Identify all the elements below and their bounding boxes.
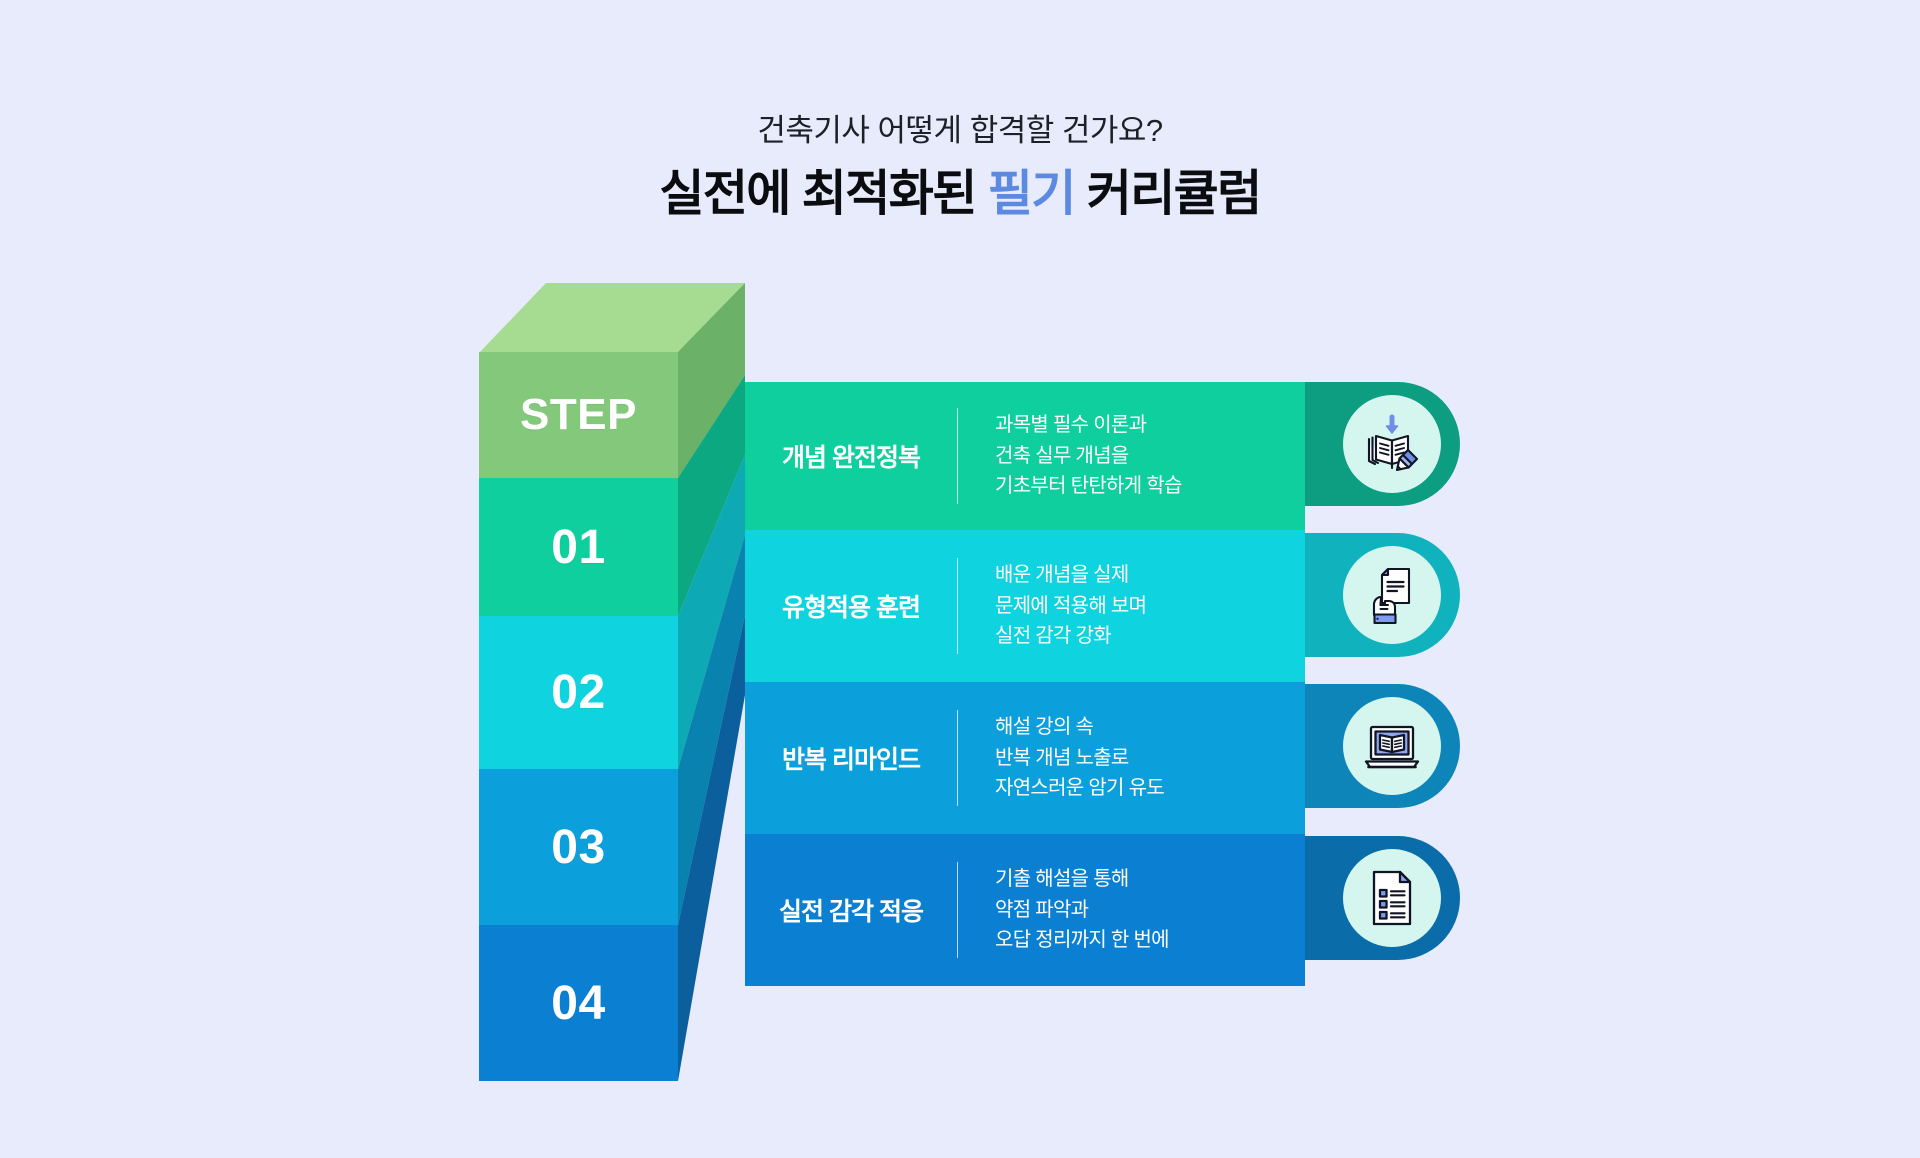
step-icon-cap-01 bbox=[1305, 382, 1460, 506]
hand-holding-document-icon bbox=[1372, 567, 1410, 625]
tower-side-faces-icon bbox=[678, 283, 745, 1081]
icon-disc bbox=[1342, 395, 1441, 493]
header-block: 건축기사 어떻게 합격할 건가요? 실전에 최적화된 필기 커리큘럼 bbox=[0, 112, 1920, 225]
step-row-03: 반복 리마인드 해설 강의 속 반복 개념 노출로 자연스러운 암기 유도 bbox=[745, 682, 1305, 834]
desc-line: 배운 개념을 실제 bbox=[995, 564, 1129, 587]
icon-disc bbox=[1342, 697, 1441, 795]
page-title-part2: 커리큘럼 bbox=[1074, 166, 1263, 221]
desc-line: 오답 정리까지 한 번에 bbox=[995, 929, 1170, 952]
tower-block-01: 01 bbox=[479, 478, 678, 616]
icon-disc bbox=[1342, 546, 1441, 644]
step-row-01: 개념 완전정복 과목별 필수 이론과 건축 실무 개념을 기초부터 탄탄하게 학… bbox=[745, 382, 1305, 530]
step-description-03: 해설 강의 속 반복 개념 노출로 자연스러운 암기 유도 bbox=[958, 712, 1165, 803]
step-description-04: 기출 해설을 통해 약점 파악과 오답 정리까지 한 번에 bbox=[958, 864, 1170, 955]
row-divider bbox=[957, 710, 958, 806]
step-icon-cap-03 bbox=[1305, 684, 1460, 808]
icon-disc bbox=[1342, 849, 1441, 947]
tower-block-04: 04 bbox=[479, 925, 678, 1081]
laptop-open-book-icon bbox=[1364, 725, 1419, 769]
tower-block-step: STEP bbox=[479, 352, 678, 478]
step-heading-01: 개념 완전정복 bbox=[782, 444, 921, 472]
desc-line: 과목별 필수 이론과 bbox=[995, 414, 1147, 437]
step-heading-04: 실전 감각 적응 bbox=[779, 898, 924, 926]
row-divider bbox=[957, 862, 958, 958]
desc-line: 약점 파악과 bbox=[995, 898, 1089, 921]
step-icon-cap-02 bbox=[1305, 533, 1460, 657]
step-heading-02: 유형적용 훈련 bbox=[782, 594, 921, 622]
desc-line: 문제에 적용해 보며 bbox=[995, 594, 1147, 617]
desc-line: 자연스러운 암기 유도 bbox=[995, 777, 1165, 800]
tower-block-02: 02 bbox=[479, 616, 678, 769]
tower-number-02: 02 bbox=[551, 666, 606, 719]
step-description-01: 과목별 필수 이론과 건축 실무 개념을 기초부터 탄탄하게 학습 bbox=[958, 410, 1182, 501]
tower-block-03: 03 bbox=[479, 769, 678, 925]
row-divider bbox=[957, 408, 958, 504]
step-icon-cap-04 bbox=[1305, 836, 1460, 960]
step-tower: STEP 01 02 03 04 bbox=[479, 283, 745, 1081]
tower-top-face-icon bbox=[479, 283, 745, 353]
step-heading-03: 반복 리마인드 bbox=[782, 746, 921, 774]
book-download-pencil-icon bbox=[1367, 414, 1418, 472]
step-description-02: 배운 개념을 실제 문제에 적용해 보며 실전 감각 강화 bbox=[958, 560, 1147, 651]
subtitle: 건축기사 어떻게 합격할 건가요? bbox=[757, 113, 1163, 148]
step-row-02: 유형적용 훈련 배운 개념을 실제 문제에 적용해 보며 실전 감각 강화 bbox=[745, 530, 1305, 682]
desc-line: 기초부터 탄탄하게 학습 bbox=[995, 475, 1182, 498]
desc-line: 실전 감각 강화 bbox=[995, 625, 1112, 648]
desc-line: 반복 개념 노출로 bbox=[995, 746, 1129, 769]
document-checklist-icon bbox=[1372, 870, 1411, 926]
tower-step-label: STEP bbox=[520, 390, 637, 439]
step-row-04: 실전 감각 적응 기출 해설을 통해 약점 파악과 오답 정리까지 한 번에 bbox=[745, 834, 1305, 986]
desc-line: 해설 강의 속 bbox=[995, 716, 1094, 739]
tower-number-04: 04 bbox=[551, 976, 606, 1030]
page-title-part1: 실전에 최적화된 bbox=[659, 166, 988, 221]
desc-line: 기출 해설을 통해 bbox=[995, 868, 1129, 891]
row-divider bbox=[957, 558, 958, 654]
desc-line: 건축 실무 개념을 bbox=[995, 444, 1129, 467]
tower-number-03: 03 bbox=[551, 820, 606, 874]
page-title: 실전에 최적화된 필기 커리큘럼 bbox=[0, 165, 1920, 225]
page-title-accent: 필기 bbox=[987, 166, 1077, 221]
tower-number-01: 01 bbox=[551, 520, 606, 574]
